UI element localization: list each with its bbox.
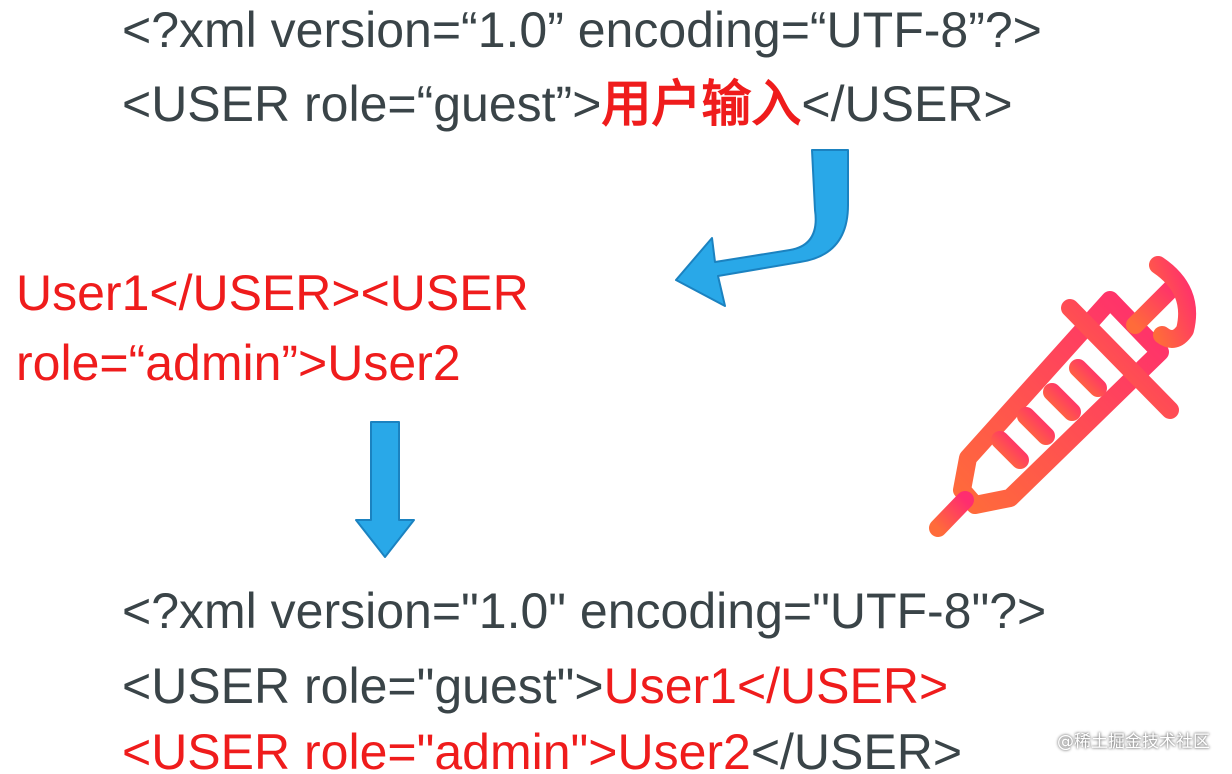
result-xml-declaration: <?xml version="1.0" encoding="UTF-8"?> (122, 581, 1046, 641)
curved-arrow-icon (675, 149, 849, 307)
result-guest-user-element: <USER role="guest">User1</USER> (122, 656, 948, 716)
injection-payload-line1-text: User1</USER><USER (16, 265, 529, 321)
result-admin-user-element: <USER role="admin">User2</USER> (122, 722, 962, 774)
syringe-icon (929, 256, 1197, 537)
original-xml-declaration: <?xml version=“1.0” encoding=“UTF-8”?> (122, 0, 1042, 60)
original-xml-declaration-text: <?xml version=“1.0” encoding=“UTF-8”?> (122, 2, 1042, 58)
original-user-open-tag: <USER role=“guest”> (122, 76, 602, 132)
user-input-placeholder: 用户输入 (601, 75, 802, 133)
down-arrow-icon (355, 421, 415, 558)
result-admin-injected-text: <USER role="admin">User2 (122, 724, 751, 774)
result-admin-close-tag: </USER> (750, 724, 963, 774)
result-xml-declaration-text: <?xml version="1.0" encoding="UTF-8"?> (122, 583, 1047, 639)
watermark: @稀土掘金技术社区 (1057, 732, 1210, 752)
injection-payload-line1: User1</USER><USER (16, 263, 529, 323)
result-guest-injected-text: User1</USER> (603, 658, 949, 714)
original-user-element: <USER role=“guest”>用户输入</USER> (122, 74, 1013, 134)
injection-payload-line2-text: role=“admin”>User2 (16, 335, 461, 391)
original-user-close-tag: </USER> (801, 76, 1013, 132)
injection-payload-line2: role=“admin”>User2 (16, 333, 461, 393)
result-guest-open-tag: <USER role="guest"> (122, 658, 604, 714)
